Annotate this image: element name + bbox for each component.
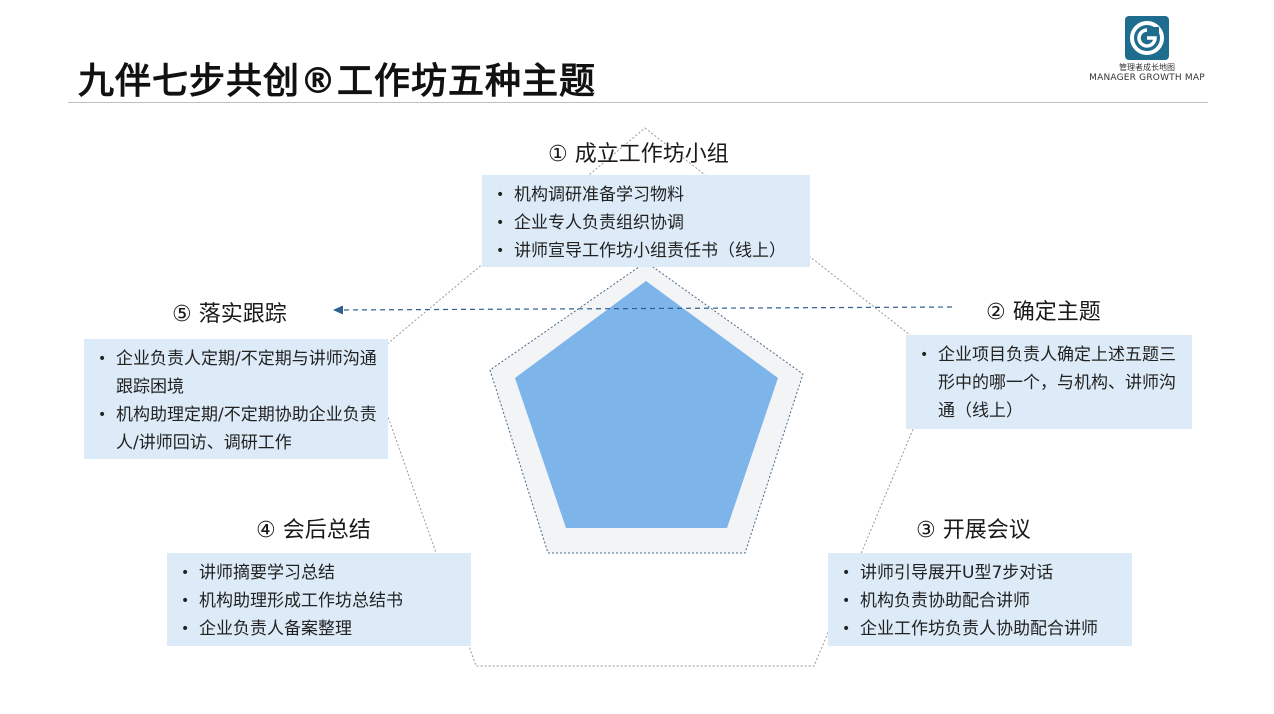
step-2-item: 企业项目负责人确定上述五题三形中的哪一个，与机构、讲师沟通（线上） bbox=[916, 341, 1182, 425]
center-pentagon bbox=[515, 281, 778, 528]
logo: 管理者成长地图 MANAGER GROWTH MAP bbox=[1082, 16, 1212, 84]
step-3-item: 企业工作坊负责人协助配合讲师 bbox=[838, 615, 1122, 643]
step-1-item: 机构调研准备学习物料 bbox=[492, 181, 800, 209]
step-5-box: 企业负责人定期/不定期与讲师沟通跟踪困境 机构助理定期/不定期协助企业负责人/讲… bbox=[84, 339, 388, 459]
flow-arrow-line bbox=[339, 306, 953, 311]
logo-text-cn: 管理者成长地图 bbox=[1119, 63, 1175, 72]
step-4-item: 讲师摘要学习总结 bbox=[177, 559, 461, 587]
step-1-box: 机构调研准备学习物料 企业专人负责组织协调 讲师宣导工作坊小组责任书（线上） bbox=[482, 175, 810, 267]
flow-arrow-head bbox=[333, 305, 343, 315]
step-4-item: 机构助理形成工作坊总结书 bbox=[177, 587, 461, 615]
outer-dotted-pentagon bbox=[367, 127, 943, 667]
step-3-item: 讲师引导展开U型7步对话 bbox=[838, 559, 1122, 587]
step-5-item: 机构助理定期/不定期协助企业负责人/讲师回访、调研工作 bbox=[94, 401, 378, 457]
step-3-box: 讲师引导展开U型7步对话 机构负责协助配合讲师 企业工作坊负责人协助配合讲师 bbox=[828, 553, 1132, 646]
g-mark-icon bbox=[1125, 16, 1169, 60]
step-2-heading: ② 确定主题 bbox=[986, 300, 1101, 325]
page-title: 九伴七步共创®工作坊五种主题 bbox=[78, 61, 597, 102]
step-4-box: 讲师摘要学习总结 机构助理形成工作坊总结书 企业负责人备案整理 bbox=[167, 553, 471, 646]
step-2-box: 企业项目负责人确定上述五题三形中的哪一个，与机构、讲师沟通（线上） bbox=[906, 335, 1192, 429]
step-4-heading: ④ 会后总结 bbox=[256, 518, 371, 543]
logo-text-en: MANAGER GROWTH MAP bbox=[1089, 73, 1205, 83]
step-3-item: 机构负责协助配合讲师 bbox=[838, 587, 1122, 615]
step-3-heading: ③ 开展会议 bbox=[916, 518, 1031, 543]
step-4-item: 企业负责人备案整理 bbox=[177, 615, 461, 643]
step-5-item: 企业负责人定期/不定期与讲师沟通跟踪困境 bbox=[94, 345, 378, 401]
step-1-item: 讲师宣导工作坊小组责任书（线上） bbox=[492, 237, 800, 265]
title-divider bbox=[68, 102, 1208, 103]
step-1-item: 企业专人负责组织协调 bbox=[492, 209, 800, 237]
step-1-heading: ① 成立工作坊小组 bbox=[548, 142, 729, 167]
step-5-heading: ⑤ 落实跟踪 bbox=[172, 302, 287, 327]
